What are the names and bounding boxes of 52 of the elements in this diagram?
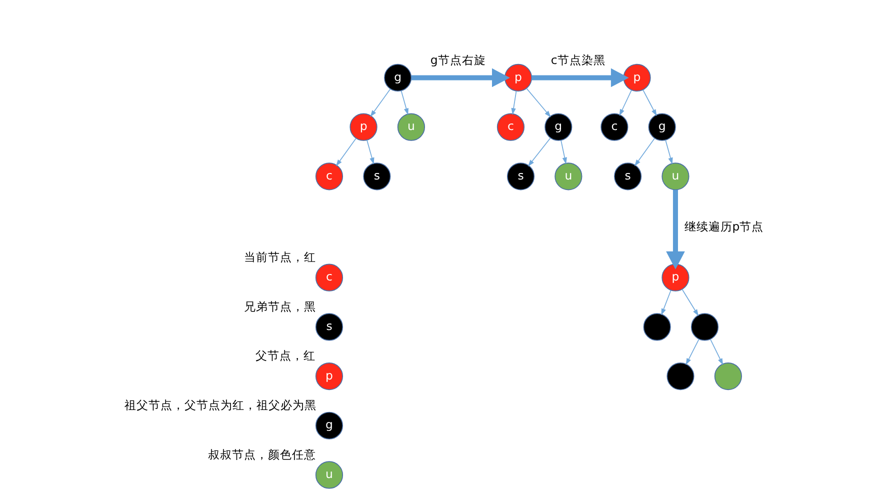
node-circle: u (554, 162, 582, 190)
arrow (642, 89, 656, 116)
node-label: 父节点，红 (255, 348, 316, 363)
node-circle: u (314, 461, 343, 489)
node-label: 当前节点，红 (243, 250, 316, 264)
arrow (560, 140, 566, 164)
node-circle: g (544, 113, 572, 141)
node-circle: s (506, 162, 534, 190)
arrow (335, 138, 356, 166)
arrow (681, 288, 698, 316)
node-circle: g (314, 412, 343, 440)
arrow (527, 138, 550, 166)
arrow (634, 138, 655, 166)
arrow (660, 290, 671, 316)
node-circle: s (314, 313, 343, 341)
edge-label: 继续遍历p节点 (684, 220, 764, 234)
node-circle (690, 313, 718, 341)
node-label: 兄弟节点，黑 (243, 299, 316, 314)
node-circle: p (661, 264, 689, 292)
node-circle: p (314, 362, 343, 390)
arrow (410, 68, 510, 88)
node-circle (666, 362, 694, 390)
edge-label: c节点染黑 (550, 53, 605, 68)
node-circle: c (314, 162, 343, 190)
node-circle: s (614, 162, 642, 190)
arrow (510, 90, 516, 115)
arrow (664, 140, 672, 164)
arrow (618, 90, 632, 116)
node-label: 祖父节点，父节点为红，祖父必为黑 (124, 398, 316, 412)
node-circle: g (384, 64, 412, 92)
arrow (526, 88, 550, 118)
node-circle: s (362, 162, 390, 190)
edge-label: g节点右旋 (430, 53, 486, 68)
arrow (685, 338, 699, 366)
node-circle: u (661, 162, 689, 190)
node-circle: g (648, 113, 676, 141)
node-circle: c (314, 264, 343, 292)
node-circle: p (349, 113, 377, 141)
node-circle: p (622, 64, 650, 92)
node-label: 叔叔节点，颜色任意 (207, 447, 316, 462)
node-circle (642, 313, 670, 341)
node-circle: u (396, 113, 424, 141)
arrow (666, 190, 684, 270)
node-circle: c (496, 113, 524, 141)
arrow (531, 68, 628, 88)
arrow (370, 88, 390, 117)
arrow (710, 338, 723, 366)
node-circle: c (600, 113, 628, 141)
node-circle: p (504, 64, 532, 92)
arrow (400, 90, 408, 116)
arrow (366, 140, 374, 164)
node-circle (714, 362, 742, 390)
